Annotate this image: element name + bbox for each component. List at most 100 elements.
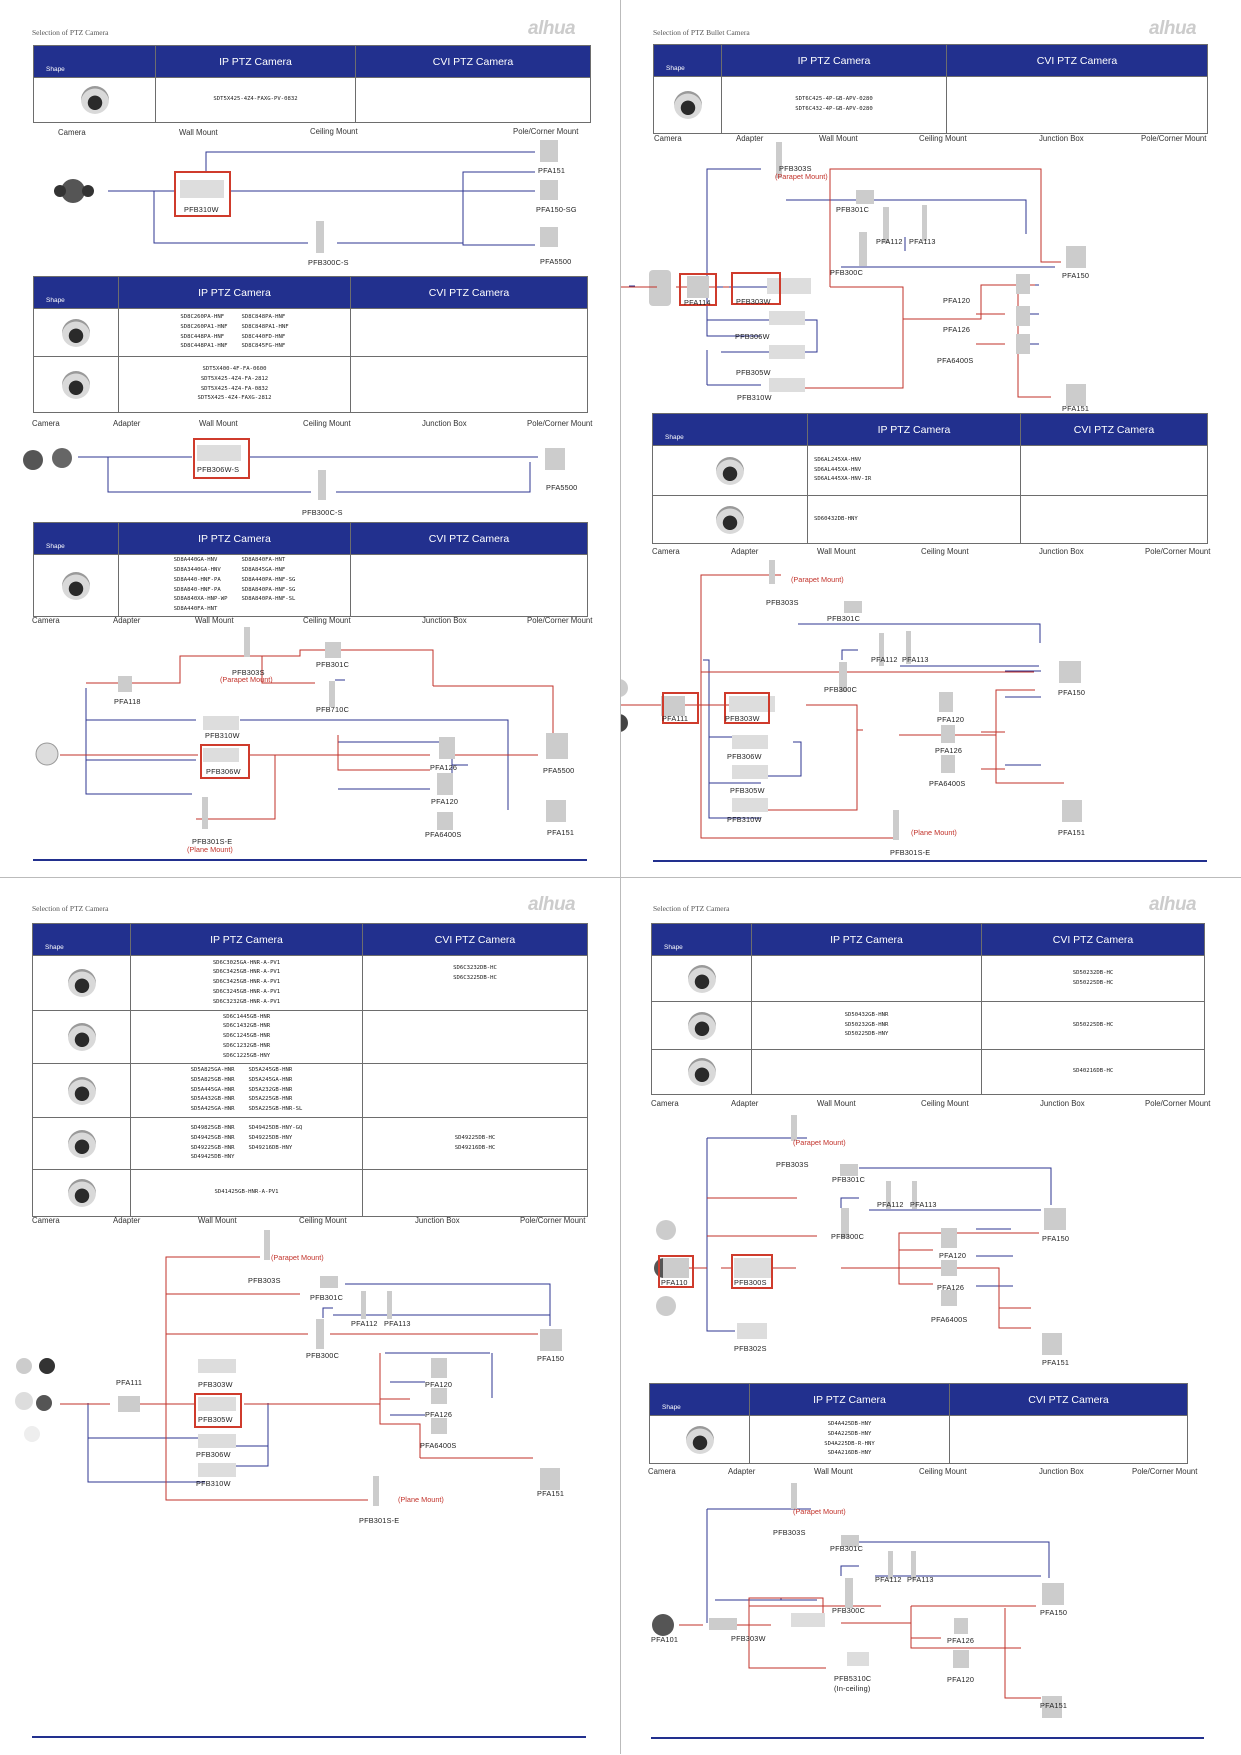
- product-label: PFA151: [1062, 404, 1090, 413]
- category-label: Junction Box: [1039, 1467, 1084, 1476]
- cvi-models: SD40216DB-HC: [981, 1049, 1205, 1095]
- brand-logo: alhua: [1149, 894, 1197, 915]
- product-label: PFA5500: [543, 766, 575, 775]
- camera-image: [673, 91, 702, 119]
- cvi-models: [355, 77, 591, 123]
- category-label: Adapter: [728, 1467, 756, 1476]
- product-label: PFA5500: [540, 257, 572, 266]
- diagram-1-lines: [654, 1115, 1066, 1355]
- camera-image: [67, 1076, 96, 1105]
- cvi-header: CVI PTZ Camera: [1020, 413, 1208, 446]
- product-label: PFA112: [351, 1319, 378, 1328]
- shape-header: Shape: [652, 413, 808, 446]
- product-label: PFB303W: [736, 297, 771, 306]
- camera-image: [62, 318, 90, 347]
- product-label: PFA118: [114, 697, 141, 706]
- ip-models: SD4A425DB-HNY SD4A225DB-HNY SD4A225DB-R-…: [749, 1415, 950, 1464]
- product-label: PFB301S-E: [359, 1516, 400, 1525]
- product-label: PFA6400S: [931, 1315, 968, 1324]
- product-label: PFA5500: [546, 483, 578, 492]
- product-label: PFB301C: [316, 660, 350, 669]
- footer-rule: [32, 1736, 586, 1738]
- product-label: PFA6400S: [937, 356, 974, 365]
- category-label: Adapter: [736, 134, 764, 143]
- category-label: Adapter: [731, 547, 759, 556]
- product-label: PFB300C-S: [308, 258, 349, 267]
- quadrant-ptz-bullet-camera: Selection of PTZ Bullet Camera alhua Sha…: [621, 0, 1241, 877]
- mount-note: (Parapet Mount): [271, 1253, 324, 1262]
- diagram-1-lines: [15, 1230, 562, 1506]
- cvi-header: CVI PTZ Camera: [946, 44, 1208, 77]
- product-label: PFA126: [425, 1410, 453, 1419]
- ip-models: SD6C3025GA-HNR-A-PV1 SD6C3425GB-HNR-A-PV…: [130, 955, 363, 1011]
- category-label: Pole/Corner Mount: [1132, 1467, 1198, 1476]
- category-label: Camera: [32, 419, 60, 428]
- footer-rule: [33, 859, 587, 861]
- category-label: Ceiling Mount: [303, 419, 351, 428]
- diagram-1-lines: [621, 142, 1086, 406]
- category-label: Camera: [652, 547, 680, 556]
- mount-note: (Plane Mount): [911, 828, 957, 837]
- category-label: Adapter: [113, 1216, 141, 1225]
- category-label: Junction Box: [415, 1216, 460, 1225]
- camera-image: [62, 370, 90, 399]
- category-label: Ceiling Mount: [921, 1099, 969, 1108]
- category-label: Junction Box: [1039, 134, 1084, 143]
- ip-header: IP PTZ Camera: [749, 1383, 950, 1416]
- cvi-models: SD50232DB-HC SD50225DB-HC: [981, 955, 1205, 1002]
- product-label: PFB301S-E: [890, 848, 931, 857]
- product-label: PFA126: [430, 763, 458, 772]
- mount-note: (Parapet Mount): [220, 675, 273, 684]
- product-label: PFA120: [937, 715, 965, 724]
- category-label: Adapter: [731, 1099, 759, 1108]
- ip-header: IP PTZ Camera: [751, 923, 982, 956]
- ip-models: SD49825GB-HNR SD49425GB-HNR SD49225GB-HN…: [190, 1124, 235, 1161]
- ip-header: IP PTZ Camera: [118, 522, 351, 555]
- product-label: PFA113: [384, 1319, 411, 1328]
- product-label: PFA6400S: [929, 779, 966, 788]
- product-label: PFA151: [538, 166, 566, 175]
- product-label: PFB303S: [232, 668, 265, 677]
- highlight-box: [658, 1255, 694, 1288]
- cvi-header: CVI PTZ Camera: [350, 276, 588, 309]
- product-label: PFA150: [1042, 1234, 1070, 1243]
- highlight-box: [724, 692, 770, 724]
- mount-note: (Parapet Mount): [775, 172, 828, 181]
- product-label: PFB303W: [731, 1634, 766, 1643]
- cvi-header: CVI PTZ Camera: [362, 923, 588, 956]
- category-label: Pole/Corner Mount: [513, 127, 579, 136]
- product-label: PFA113: [910, 1200, 937, 1209]
- category-label: Camera: [58, 128, 86, 137]
- product-label: PFB303S: [776, 1160, 809, 1169]
- product-label: PFA126: [935, 746, 963, 755]
- product-label: PFA151: [1040, 1701, 1068, 1710]
- ip-header: IP PTZ Camera: [807, 413, 1021, 446]
- camera-image: [687, 1058, 716, 1086]
- cvi-header: CVI PTZ Camera: [350, 522, 588, 555]
- ip-models: SD50432GB-HNR SD50232GB-HNR SD50225DB-HN…: [751, 1001, 982, 1050]
- diagram-1-lines: [54, 140, 558, 253]
- category-label: Wall Mount: [195, 616, 234, 625]
- category-label: Pole/Corner Mount: [527, 616, 593, 625]
- product-label: PFB306W-S: [197, 465, 240, 474]
- highlight-box: [193, 438, 250, 479]
- mount-note: (Parapet Mount): [793, 1507, 846, 1516]
- product-label: PFA120: [431, 797, 459, 806]
- category-label: Wall Mount: [817, 1099, 856, 1108]
- highlight-box: [194, 1393, 242, 1428]
- page-header: Selection of PTZ Camera: [653, 904, 730, 913]
- category-label: Pole/Corner Mount: [1145, 1099, 1211, 1108]
- product-label: PFB303W: [725, 714, 760, 723]
- ip-header: IP PTZ Camera: [130, 923, 363, 956]
- product-label: PFB303S: [779, 164, 812, 173]
- product-label: PFA112: [875, 1575, 902, 1584]
- product-label: PFB306W: [727, 752, 762, 761]
- highlight-box: [174, 171, 231, 217]
- camera-image: [80, 86, 109, 114]
- product-label: PFB303S: [248, 1276, 281, 1285]
